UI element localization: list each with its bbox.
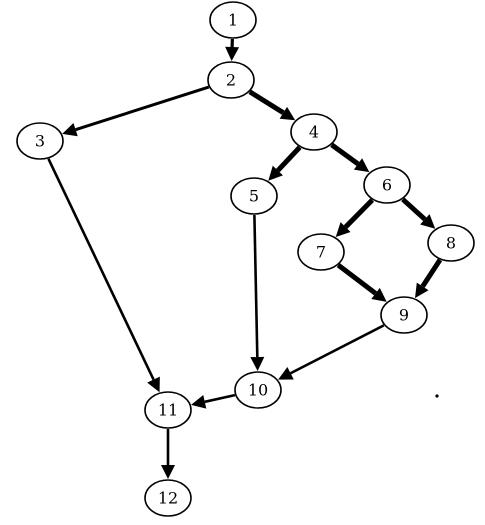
edge-8-to-9 — [415, 258, 443, 299]
node-7: 7 — [297, 233, 345, 271]
edge-line — [75, 85, 210, 132]
edge-2-to-4 — [248, 89, 296, 121]
arrowhead — [279, 106, 296, 121]
node-ellipse — [427, 224, 475, 262]
node-label: 12 — [158, 489, 178, 508]
edge-line — [330, 142, 360, 166]
arrowhead — [371, 287, 387, 302]
node-ellipse — [363, 166, 411, 204]
node-8: 8 — [427, 224, 475, 262]
node-ellipse — [209, 1, 257, 39]
node-2: 2 — [207, 61, 255, 99]
arrowhead — [420, 214, 436, 229]
node-label: 11 — [158, 401, 178, 420]
arrowhead — [191, 394, 207, 409]
stray-dot — [435, 394, 439, 398]
edge-7-to-9 — [336, 263, 387, 302]
arrowhead — [268, 165, 283, 181]
edge-line — [204, 393, 236, 404]
arrowhead — [147, 376, 160, 393]
node-3: 3 — [16, 122, 64, 160]
node-10: 10 — [234, 371, 282, 409]
node-label: 5 — [249, 187, 259, 206]
node-6: 6 — [363, 166, 411, 204]
edge-6-to-8 — [401, 197, 436, 229]
node-ellipse — [144, 391, 192, 429]
node-ellipse — [297, 233, 345, 271]
arrowhead — [415, 282, 429, 299]
edge-line — [47, 158, 155, 381]
node-12: 12 — [144, 479, 192, 517]
edge-line — [401, 197, 427, 222]
node-11: 11 — [144, 391, 192, 429]
edge-10-to-11 — [191, 393, 236, 409]
edge-3-to-11 — [47, 158, 160, 393]
node-ellipse — [234, 371, 282, 409]
edge-4-to-6 — [330, 142, 370, 173]
edge-6-to-7 — [335, 198, 375, 238]
arrowhead — [62, 122, 78, 137]
node-9: 9 — [380, 296, 428, 334]
node-label: 3 — [35, 132, 45, 151]
edge-line — [289, 324, 385, 375]
arrowhead — [225, 46, 240, 62]
node-ellipse — [144, 479, 192, 517]
edge-line — [248, 89, 285, 115]
node-label: 4 — [309, 123, 319, 142]
node-label: 7 — [316, 243, 326, 262]
node-label: 2 — [226, 71, 236, 90]
edge-line — [343, 198, 375, 229]
edge-4-to-5 — [268, 145, 302, 181]
node-label: 8 — [446, 234, 456, 253]
node-5: 5 — [230, 177, 278, 215]
node-label: 6 — [382, 176, 392, 195]
edge-11-to-12 — [161, 429, 175, 479]
node-4: 4 — [290, 113, 338, 151]
arrowhead — [353, 158, 370, 173]
node-ellipse — [230, 177, 278, 215]
edge-5-to-10 — [250, 214, 265, 372]
arrowhead — [161, 465, 175, 479]
node-1: 1 — [209, 1, 257, 39]
arrowhead — [335, 222, 351, 238]
arrowhead — [250, 356, 265, 372]
node-label: 9 — [399, 306, 409, 325]
edge-line — [276, 145, 302, 173]
arrowhead — [278, 367, 294, 380]
node-ellipse — [290, 113, 338, 151]
edge-line — [253, 214, 259, 358]
edge-line — [336, 263, 378, 296]
node-label: 10 — [248, 381, 268, 400]
node-ellipse — [380, 296, 428, 334]
node-ellipse — [207, 61, 255, 99]
edge-line — [420, 258, 443, 288]
edge-1-to-2 — [225, 38, 240, 62]
edge-9-to-10 — [278, 324, 385, 380]
edge-2-to-3 — [62, 85, 210, 137]
node-ellipse — [16, 122, 64, 160]
edge-layer — [47, 38, 443, 479]
node-label: 1 — [228, 11, 238, 30]
